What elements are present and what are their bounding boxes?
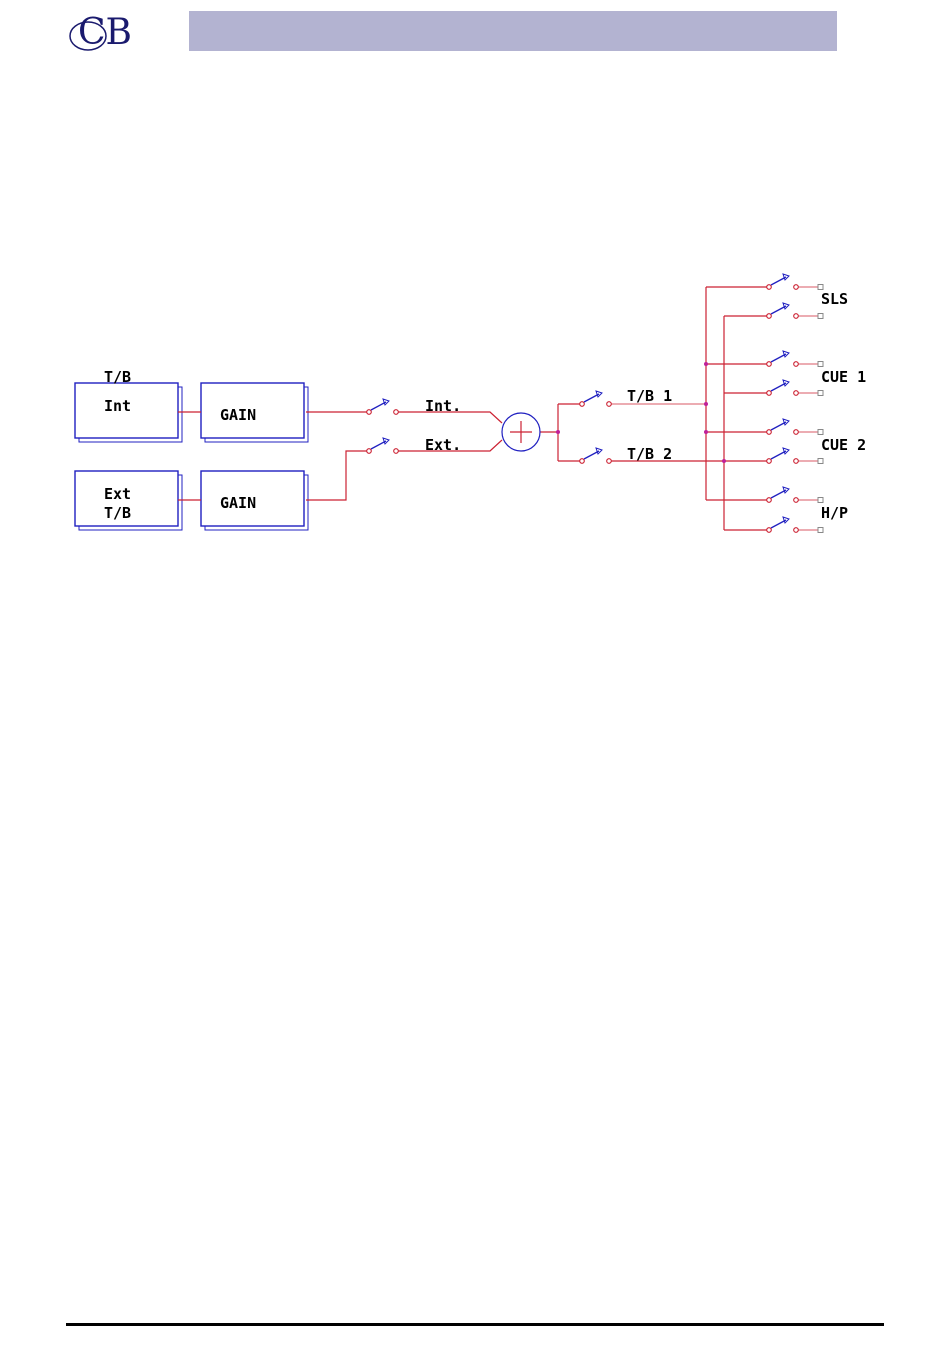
int-switch-label: Int. <box>425 397 461 415</box>
cue2-output-label: CUE 2 <box>821 436 866 454</box>
cue2-switch-2 <box>767 448 799 463</box>
gain-label-upper: GAIN <box>220 406 256 424</box>
cue1-output-label: CUE 1 <box>821 368 866 386</box>
cue1-switch-2 <box>767 380 799 395</box>
ext-source-label-line2: T/B <box>104 504 131 522</box>
tb2-switch <box>580 448 612 463</box>
tb2-bus-label: T/B 2 <box>627 445 672 463</box>
sls-switch-1 <box>767 274 799 289</box>
int-switch <box>367 399 399 414</box>
hp-switch-1 <box>767 487 799 502</box>
cue1-switch-1 <box>767 351 799 366</box>
int-tb-top-label: T/B <box>104 368 131 386</box>
ext-source-label-line1: Ext <box>104 485 131 503</box>
hp-output-label: H/P <box>821 504 848 522</box>
gain-label-lower: GAIN <box>220 494 256 512</box>
summing-node <box>502 413 540 451</box>
ext-switch <box>367 438 399 453</box>
hp-switch-2 <box>767 517 799 532</box>
ext-switch-label: Ext. <box>425 436 461 454</box>
tb1-switch <box>580 391 612 406</box>
output-terminals <box>818 285 823 533</box>
footer-rule <box>66 1323 884 1326</box>
tb1-bus-label: T/B 1 <box>627 387 672 405</box>
cue2-switch-1 <box>767 419 799 434</box>
sls-output-label: SLS <box>821 290 848 308</box>
sls-switch-2 <box>767 303 799 318</box>
int-source-label: Int <box>104 397 131 415</box>
